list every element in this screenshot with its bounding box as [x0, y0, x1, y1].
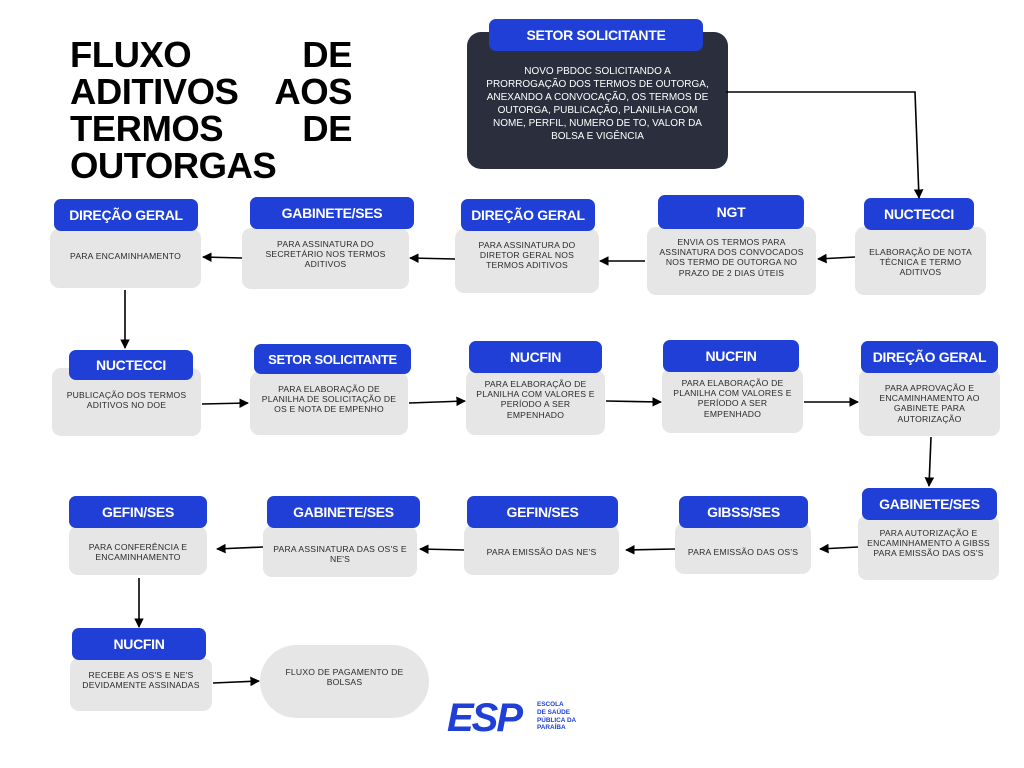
- arrow-gibss-to-gefin: [625, 545, 676, 555]
- node-text: PARA CONFERÊNCIA E ENCAMINHAMENTO: [88, 542, 188, 563]
- node-text: PARA EMISSÃO DAS NE'S: [486, 547, 597, 557]
- node-gabinete-assinatura-os-ne: PARA ASSINATURA DAS OS'S E NE'S: [263, 526, 417, 577]
- node-text: PARA ELABORAÇÃO DE PLANILHA DE SOLICITAÇ…: [261, 384, 397, 415]
- logo-tagline: ESCOLA DE SAÚDE PÚBLICA DA PARAÍBA: [537, 701, 597, 732]
- logo-tagline-line: PÚBLICA DA: [537, 716, 577, 724]
- node-label: NUCFIN: [72, 628, 206, 660]
- node-label: NUCFIN: [663, 340, 799, 372]
- node-nuctecci-nota: ELABORAÇÃO DE NOTA TÉCNICA E TERMO ADITI…: [855, 227, 986, 295]
- arrow-setor-to-nucfin: [408, 396, 466, 407]
- node-label: DIREÇÃO GERAL: [461, 199, 595, 231]
- node-label: GIBSS/SES: [679, 496, 808, 528]
- node-gibss-emissao-os: PARA EMISSÃO DAS OS'S: [675, 523, 811, 574]
- node-text: ELABORAÇÃO DE NOTA TÉCNICA E TERMO ADITI…: [869, 247, 972, 278]
- node-label: DIREÇÃO GERAL: [54, 199, 198, 231]
- node-nucfin-recebe: RECEBE AS OS'S E NE'S DEVIDAMENTE ASSINA…: [70, 658, 212, 711]
- node-nucfin-planilha-1: PARA ELABORAÇÃO DE PLANILHA COM VALORES …: [466, 370, 605, 435]
- logo-tagline-line: PARAÍBA: [537, 724, 566, 732]
- node-label: DIREÇÃO GERAL: [861, 341, 998, 373]
- node-label: NUCTECCI: [864, 198, 974, 230]
- logo-tagline-line: ESCOLA: [537, 701, 564, 708]
- arrow-direcao-to-gabinete: [409, 253, 456, 263]
- arrow-gabinete-to-gefin: [216, 543, 264, 554]
- node-text: PARA ASSINATURA DO SECRETÁRIO NOS TERMOS…: [265, 239, 386, 270]
- node-text: PARA ELABORAÇÃO DE PLANILHA COM VALORES …: [673, 378, 792, 419]
- node-text: NOVO PBDOC SOLICITANDO A PRORROGAÇÃO DOS…: [486, 66, 709, 142]
- node-label: GABINETE/SES: [267, 496, 420, 528]
- logo-word: ESP: [447, 696, 523, 740]
- node-fluxo-pagamento: FLUXO DE PAGAMENTO DE BOLSAS: [260, 645, 429, 718]
- node-text: RECEBE AS OS'S E NE'S DEVIDAMENTE ASSINA…: [82, 670, 200, 691]
- node-label: GABINETE/SES: [250, 197, 414, 229]
- node-ngt: ENVIA OS TERMOS PARA ASSINATURA DOS CONV…: [647, 227, 816, 295]
- node-setor-solicitante-planilha: PARA ELABORAÇÃO DE PLANILHA DE SOLICITAÇ…: [250, 372, 408, 435]
- node-label: GEFIN/SES: [467, 496, 618, 528]
- node-label: SETOR SOLICITANTE: [489, 19, 703, 51]
- node-text: PARA EMISSÃO DAS OS'S: [687, 547, 799, 557]
- node-text: PARA ENCAMINHAMENTO: [70, 251, 181, 261]
- node-direcao-geral-aprovacao: PARA APROVAÇÃO E ENCAMINHAMENTO AO GABIN…: [859, 369, 1000, 436]
- node-text: PARA ASSINATURA DAS OS'S E NE'S: [273, 544, 407, 565]
- node-setor-solicitante-start: NOVO PBDOC SOLICITANDO A PRORROGAÇÃO DOS…: [467, 32, 728, 169]
- arrow-nucfin-to-nucfin: [605, 397, 662, 407]
- arrow-nucfin-to-fluxo: [212, 676, 260, 687]
- arrow-gabinete-to-gibss: [819, 543, 859, 554]
- node-gabinete-assinatura-secretario: PARA ASSINATURA DO SECRETÁRIO NOS TERMOS…: [242, 228, 409, 289]
- logo-tagline-line: DE SAÚDE: [537, 708, 571, 716]
- node-text: PARA ELABORAÇÃO DE PLANILHA COM VALORES …: [476, 379, 595, 420]
- node-label: GEFIN/SES: [69, 496, 207, 528]
- node-text: PARA AUTORIZAÇÃO E ENCAMINHAMENTO A GIBS…: [867, 528, 990, 559]
- node-gefin-emissao-ne: PARA EMISSÃO DAS NE'S: [464, 525, 619, 575]
- node-label: NUCFIN: [469, 341, 602, 373]
- node-label: NGT: [658, 195, 804, 229]
- arrow-gabinete-to-direcao: [202, 252, 243, 263]
- arrow-start-to-nuctecci: [726, 91, 924, 199]
- node-text: ENVIA OS TERMOS PARA ASSINATURA DOS CONV…: [659, 237, 804, 278]
- arrow-direcao-down-gabinete: [924, 436, 935, 487]
- node-text: FLUXO DE PAGAMENTO DE BOLSAS: [285, 667, 404, 688]
- page-title: FLUXO DE ADITIVOS AOS TERMOS DE OUTORGAS: [70, 34, 353, 186]
- node-direcao-geral-assinatura: PARA ASSINATURA DO DIRETOR GERAL NOS TER…: [455, 229, 599, 293]
- arrow-gefin-to-gabinete: [419, 544, 465, 554]
- node-nucfin-planilha-2: PARA ELABORAÇÃO DE PLANILHA COM VALORES …: [662, 368, 803, 433]
- arrow-nuctecci-to-ngt: [817, 253, 856, 264]
- node-text: PARA APROVAÇÃO E ENCAMINHAMENTO AO GABIN…: [879, 383, 980, 424]
- node-text: PARA ASSINATURA DO DIRETOR GERAL NOS TER…: [478, 240, 576, 271]
- node-label: SETOR SOLICITANTE: [254, 344, 411, 374]
- esp-logo: ESP ESCOLA DE SAÚDE PÚBLICA DA PARAÍBA: [447, 696, 587, 740]
- arrow-nuctecci-to-setor: [201, 398, 249, 408]
- node-label: NUCTECCI: [69, 350, 193, 380]
- node-label: GABINETE/SES: [862, 488, 997, 520]
- node-direcao-geral-encaminhamento: PARA ENCAMINHAMENTO: [50, 229, 201, 288]
- node-gefin-conferencia: PARA CONFERÊNCIA E ENCAMINHAMENTO: [69, 526, 207, 575]
- node-gabinete-autorizacao: PARA AUTORIZAÇÃO E ENCAMINHAMENTO A GIBS…: [858, 515, 999, 580]
- node-text: PUBLICAÇÃO DOS TERMOS ADITIVOS NO DOE: [66, 390, 187, 411]
